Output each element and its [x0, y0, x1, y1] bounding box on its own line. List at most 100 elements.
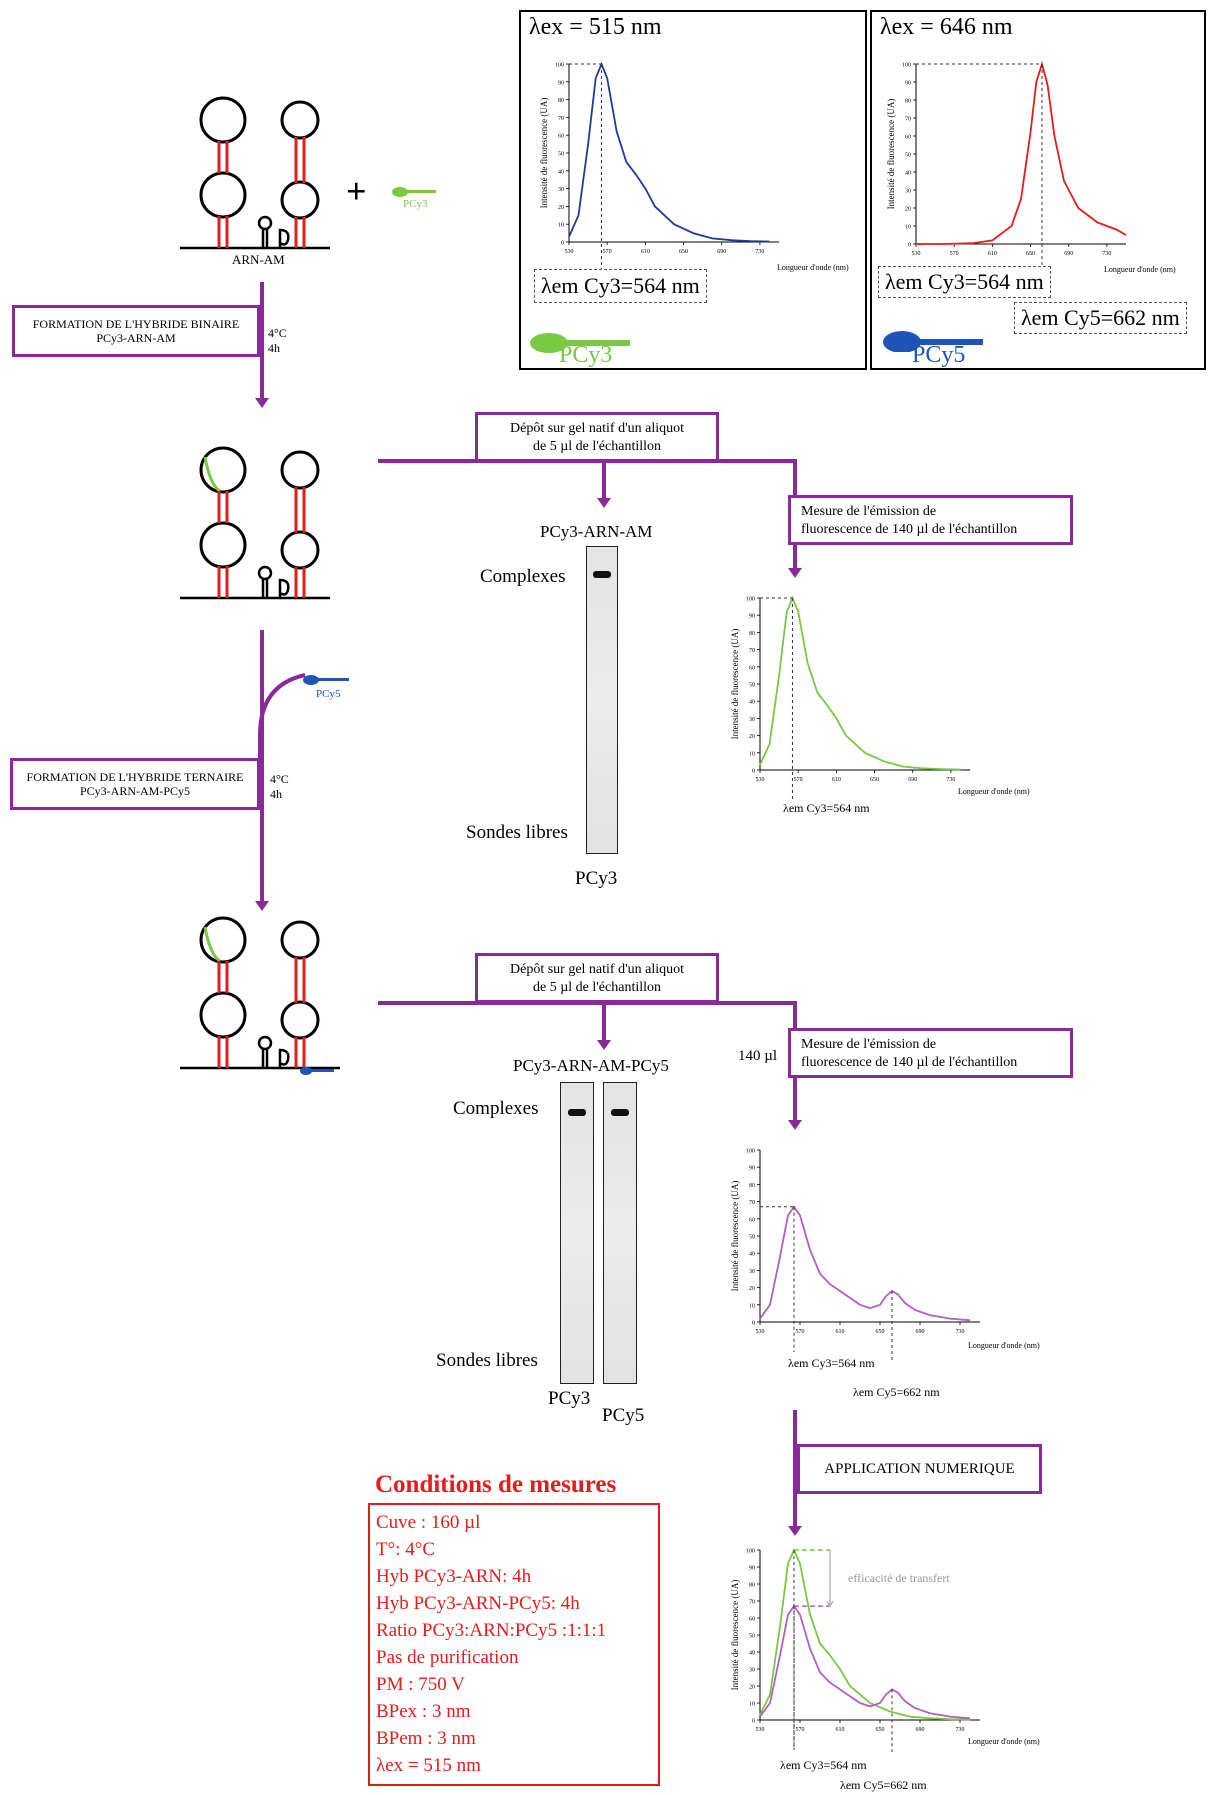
- condition-line: Hyb PCy3-ARN-PCy5: 4h: [376, 1593, 580, 1614]
- measure-2-line2: fluorescence de 140 µl de l'échantillon: [801, 1055, 1018, 1070]
- x-tick-label: 650: [876, 1329, 885, 1335]
- gel-deposit-1-line1: Dépôt sur gel natif d'un aliquot: [510, 421, 684, 436]
- y-axis-label: Intensité de fluorescence (UA): [539, 98, 549, 209]
- gel2-complexes-label: Complexes: [453, 1098, 539, 1119]
- x-tick-label: 650: [870, 777, 879, 783]
- x-axis-label: Longueur d'onde (nm): [968, 1737, 1040, 1746]
- flow-arrow-3: [788, 1526, 802, 1536]
- gel1-lane-pcy3: [586, 546, 618, 854]
- y-tick-label: 100: [746, 1549, 755, 1555]
- x-axis-label: Longueur d'onde (nm): [777, 263, 849, 272]
- panel-cy3-title: λex = 515 nm: [529, 14, 662, 40]
- y-tick-label: 100: [746, 597, 755, 603]
- gel2-lane1-label: PCy3: [548, 1388, 591, 1409]
- gel-deposit-1-line2: de 5 µl de l'échantillon: [533, 439, 661, 454]
- y-axis-label: Intensité de fluorescence (UA): [730, 1181, 740, 1292]
- y-tick-label: 80: [749, 631, 755, 637]
- pcy3-probe-icon: [530, 333, 630, 353]
- y-tick-label: 20: [749, 1286, 755, 1292]
- y-tick-label: 20: [558, 205, 564, 211]
- series-line: [568, 61, 770, 243]
- y-tick-label: 90: [749, 1566, 755, 1572]
- y-tick-label: 0: [561, 241, 564, 247]
- arn-am-label: ARN-AM: [232, 252, 285, 267]
- y-tick-label: 60: [905, 135, 911, 141]
- y-tick-label: 0: [752, 769, 755, 775]
- y-tick-label: 0: [752, 1321, 755, 1327]
- pcy5-probe-label: PCy5: [912, 342, 966, 368]
- y-tick-label: 60: [749, 1617, 755, 1623]
- rna-structure-1: [180, 96, 330, 250]
- x-axis-label: Longueur d'onde (nm): [1104, 265, 1176, 274]
- branch-down-gel-2: [602, 1001, 606, 1041]
- em-cy3-label: λem Cy3=564 nm: [534, 269, 707, 303]
- y-tick-label: 10: [558, 223, 564, 229]
- spectrum2-em-cy5: λem Cy5=662 nm: [853, 1385, 940, 1399]
- x-tick-label: 690: [717, 249, 726, 255]
- conditions-title: Conditions de mesures: [375, 1471, 617, 1498]
- pcy5-probe-icon: [883, 331, 983, 352]
- gel1-lane-label: PCy3: [575, 868, 618, 889]
- condition-line: λex = 515 nm: [376, 1755, 481, 1776]
- y-tick-label: 40: [749, 1252, 755, 1258]
- spectrum2-em-cy3: λem Cy3=564 nm: [788, 1356, 875, 1370]
- y-tick-label: 30: [558, 187, 564, 193]
- y-axis-label: Intensité de fluorescence (UA): [886, 99, 896, 210]
- y-tick-label: 60: [749, 1217, 755, 1223]
- step-ternary-line2: PCy3-ARN-AM-PCy5: [79, 784, 190, 798]
- measure-1-line1: Mesure de l'émission de: [801, 504, 937, 519]
- y-tick-label: 50: [558, 152, 564, 158]
- series-line: [759, 1604, 971, 1720]
- branch-arrow-gel-2: [597, 1040, 611, 1050]
- y-tick-label: 10: [905, 225, 911, 231]
- x-tick-label: 570: [794, 777, 803, 783]
- flow-arrow-1: [255, 398, 269, 408]
- x-tick-label: 570: [950, 251, 959, 257]
- x-tick-label: 730: [956, 1329, 965, 1335]
- measure-2-line1: Mesure de l'émission de: [801, 1037, 937, 1052]
- pcy3-probe-small-icon: [392, 187, 436, 197]
- y-tick-label: 50: [905, 153, 911, 159]
- rna-structure-2: [180, 446, 330, 600]
- flow-line-1: [260, 282, 264, 402]
- x-tick-label: 530: [912, 251, 921, 257]
- condition-line: BPex : 3 nm: [376, 1701, 471, 1722]
- branch-down-gel-1: [602, 459, 606, 499]
- flow-line-2: [260, 630, 264, 905]
- y-tick-label: 100: [555, 63, 564, 69]
- y-tick-label: 30: [749, 1668, 755, 1674]
- y-tick-label: 30: [749, 717, 755, 723]
- condition-line: Ratio PCy3:ARN:PCy5 :1:1:1: [376, 1620, 607, 1641]
- x-tick-label: 570: [796, 1727, 805, 1733]
- x-tick-label: 570: [796, 1329, 805, 1335]
- y-tick-label: 50: [749, 683, 755, 689]
- volume-label: 140 µl: [738, 1048, 778, 1064]
- gel-deposit-box-1: Dépôt sur gel natif d'un aliquot de 5 µl…: [475, 412, 719, 462]
- gel2-lane-pcy3: [560, 1082, 594, 1384]
- y-tick-label: 0: [908, 243, 911, 249]
- x-tick-label: 690: [908, 777, 917, 783]
- measure-box-2: Mesure de l'émission de fluorescence de …: [788, 1028, 1073, 1078]
- y-tick-label: 30: [905, 189, 911, 195]
- condition-line: Cuve : 160 µl: [376, 1512, 481, 1533]
- spectrum1-em-cy3: λem Cy3=564 nm: [783, 801, 870, 815]
- y-tick-label: 90: [749, 614, 755, 620]
- y-tick-label: 90: [558, 80, 564, 86]
- y-tick-label: 40: [905, 171, 911, 177]
- flow-arrow-2: [255, 901, 269, 911]
- gel2-lane2-band: [611, 1109, 629, 1116]
- measure-box-1: Mesure de l'émission de fluorescence de …: [788, 495, 1073, 545]
- x-tick-label: 610: [641, 249, 650, 255]
- y-tick-label: 70: [558, 116, 564, 122]
- series-line: [916, 60, 1127, 245]
- branch-arrow-gel-1: [597, 498, 611, 508]
- y-tick-label: 20: [905, 207, 911, 213]
- gel1-complexes-label: Complexes: [480, 566, 566, 587]
- y-tick-label: 60: [558, 134, 564, 140]
- gel2-lane2-label: PCy5: [602, 1405, 645, 1426]
